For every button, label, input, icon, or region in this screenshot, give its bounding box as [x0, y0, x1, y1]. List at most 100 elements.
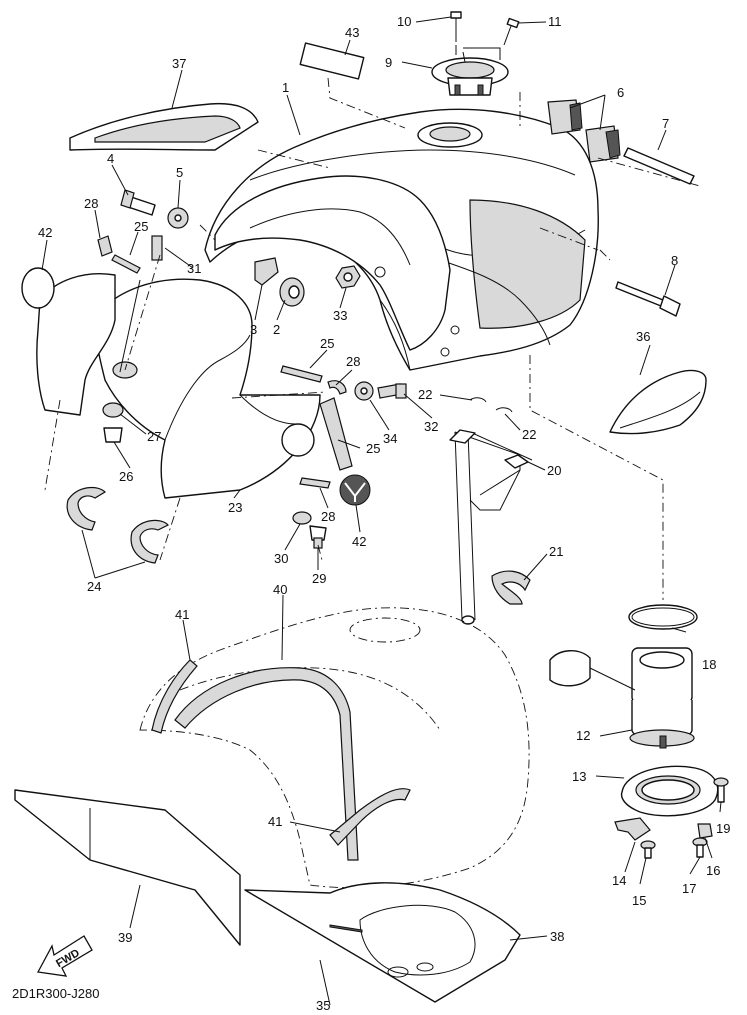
callout-6: 6	[617, 85, 624, 100]
strip-28-middle	[327, 380, 347, 395]
callout-16: 16	[706, 863, 720, 878]
damper-strip-41-upper	[151, 659, 198, 734]
fuel-cap-assembly	[431, 57, 509, 96]
bracket-14	[614, 817, 651, 841]
callout-21: 21	[549, 544, 563, 559]
strip-28-lower	[299, 477, 331, 489]
tank-seal-40	[174, 667, 359, 861]
callout-37: 37	[172, 56, 186, 71]
callout-2: 2	[273, 322, 280, 337]
callout-18: 18	[702, 657, 716, 672]
callout-30: 30	[274, 551, 288, 566]
strip-25-upper	[111, 254, 141, 274]
callout-29: 29	[312, 571, 326, 586]
bolt-29	[309, 525, 327, 549]
rubber-dampers	[547, 99, 621, 163]
callout-1: 1	[282, 80, 289, 95]
callout-14: 14	[612, 873, 626, 888]
hose-clamp-21	[491, 570, 531, 605]
callout-28b: 28	[346, 354, 360, 369]
clip-3	[254, 257, 279, 286]
tank-lower-outline	[139, 607, 530, 889]
bolt-15	[640, 840, 656, 859]
hose-clip-22b	[495, 407, 513, 413]
diagram-code: 2D1R300-J280	[12, 986, 99, 1001]
cushion-clips-24	[66, 486, 169, 564]
washer-5	[167, 207, 189, 229]
callout-22a: 22	[418, 387, 432, 402]
emblem-42	[339, 474, 371, 506]
callout-28a: 28	[84, 196, 98, 211]
callout-25a: 25	[134, 219, 148, 234]
collar-26	[103, 427, 123, 443]
mounting-bolt	[615, 281, 681, 317]
bolt-32	[377, 383, 407, 399]
callout-25c: 25	[366, 441, 380, 456]
callout-11: 11	[548, 14, 562, 29]
o-ring-18	[628, 604, 698, 630]
callout-19: 19	[716, 821, 730, 836]
callout-13: 13	[572, 769, 586, 784]
grommet-27	[102, 402, 124, 418]
callout-24: 24	[87, 579, 101, 594]
grommet-2	[279, 277, 305, 307]
callout-35-visible: 35	[316, 998, 330, 1013]
strip-25-lower	[319, 397, 353, 471]
callout-22b: 22	[522, 427, 536, 442]
pivot-shaft	[623, 147, 695, 185]
callout-34: 34	[383, 431, 397, 446]
callout-4: 4	[107, 151, 114, 166]
cap-bolt-11	[503, 17, 520, 46]
callout-42b: 42	[352, 534, 366, 549]
bolt-4	[120, 189, 156, 216]
caution-label-sticker	[299, 42, 365, 80]
retainer-ring-13	[620, 765, 719, 817]
callout-numbers: 1 2 3 4 5 6 7 8 9 10 11 12 13 14 15 16 1…	[38, 14, 730, 945]
side-panel-left	[36, 273, 116, 416]
fwd-label: FWD	[54, 947, 82, 970]
hoses-20	[449, 429, 533, 625]
callout-26: 26	[119, 469, 133, 484]
callout-27: 27	[147, 429, 161, 444]
callout-10: 10	[397, 14, 411, 29]
callout-42a: 42	[38, 225, 52, 240]
bolt-17	[692, 837, 708, 858]
fuel-tank	[204, 108, 599, 371]
clip-28-upper	[97, 235, 113, 257]
callout-17: 17	[682, 881, 696, 896]
callout-8: 8	[671, 253, 678, 268]
callout-31: 31	[187, 261, 201, 276]
undercover-35	[244, 882, 521, 1003]
callout-15: 15	[632, 893, 646, 908]
callout-28c: 28	[321, 509, 335, 524]
callout-12: 12	[576, 728, 590, 743]
callout-20: 20	[547, 463, 561, 478]
callout-33: 33	[333, 308, 347, 323]
damper-strip-41-lower	[329, 788, 411, 846]
callout-3: 3	[250, 322, 257, 337]
heat-protector-39	[14, 789, 241, 946]
clip-16	[697, 823, 713, 839]
callout-32: 32	[424, 419, 438, 434]
callout-40: 40	[273, 582, 287, 597]
bolt-31	[151, 235, 163, 261]
callout-9: 9	[385, 55, 392, 70]
callout-25b: 25	[320, 336, 334, 351]
heat-shield-36	[609, 369, 707, 435]
callout-36: 36	[636, 329, 650, 344]
callout-43: 43	[345, 25, 359, 40]
washer-30	[292, 511, 312, 525]
callout-41a: 41	[175, 607, 189, 622]
fuel-pump-12	[549, 647, 695, 749]
nut-33	[335, 265, 361, 289]
callout-39: 39	[118, 930, 132, 945]
callout-41b: 41	[268, 814, 282, 829]
callout-7: 7	[662, 116, 669, 131]
hose-clip-22a	[469, 397, 487, 403]
callout-5: 5	[176, 165, 183, 180]
cap-bolt-10	[450, 11, 462, 42]
strip-25-middle	[280, 365, 323, 383]
washer-34	[354, 381, 374, 401]
callout-38: 38	[550, 929, 564, 944]
